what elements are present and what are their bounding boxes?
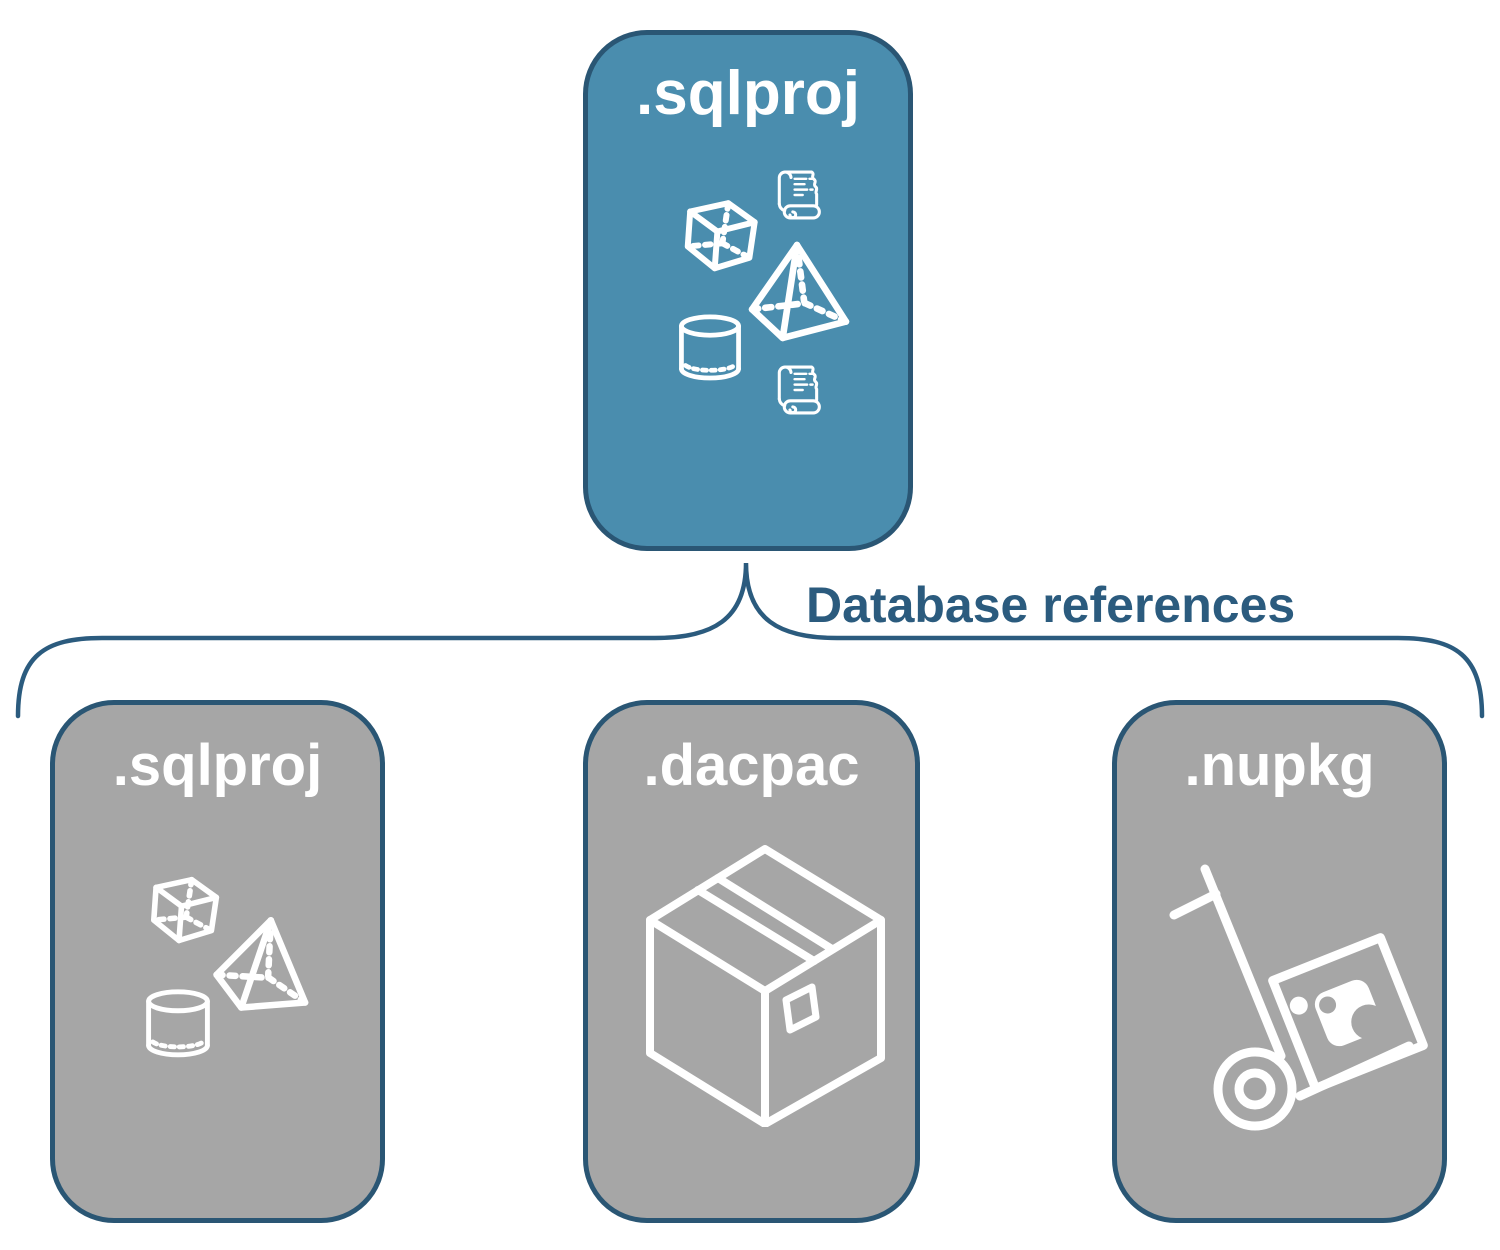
connector-label: Database references <box>806 577 1296 633</box>
sqlproj-parent-icons <box>588 170 918 415</box>
node-dacpac: .dacpac <box>583 700 920 1223</box>
node-title: .nupkg <box>1184 733 1375 798</box>
node-title: .sqlproj <box>112 733 323 798</box>
cube-icon <box>150 875 218 944</box>
nupkg-icons <box>1117 705 1452 1228</box>
package-box-icon <box>650 849 881 1124</box>
pyramid-icon <box>752 245 846 338</box>
database-cylinder-icon <box>149 992 208 1055</box>
pyramid-icon <box>212 913 318 1019</box>
sqlproj-child-icons <box>55 845 390 1228</box>
node-title: .sqlproj <box>636 59 860 128</box>
node-sqlproj-child: .sqlproj <box>50 700 385 1223</box>
hand-truck-package-icon <box>1174 869 1423 1126</box>
cube-icon <box>684 199 757 273</box>
script-scroll-icon <box>777 170 821 220</box>
dacpac-icons <box>588 705 925 1228</box>
node-title: .dacpac <box>643 733 860 798</box>
database-cylinder-icon <box>681 317 738 378</box>
node-nupkg: .nupkg <box>1112 700 1447 1223</box>
node-sqlproj-parent: .sqlproj <box>583 30 913 551</box>
script-scroll-icon <box>777 365 821 415</box>
